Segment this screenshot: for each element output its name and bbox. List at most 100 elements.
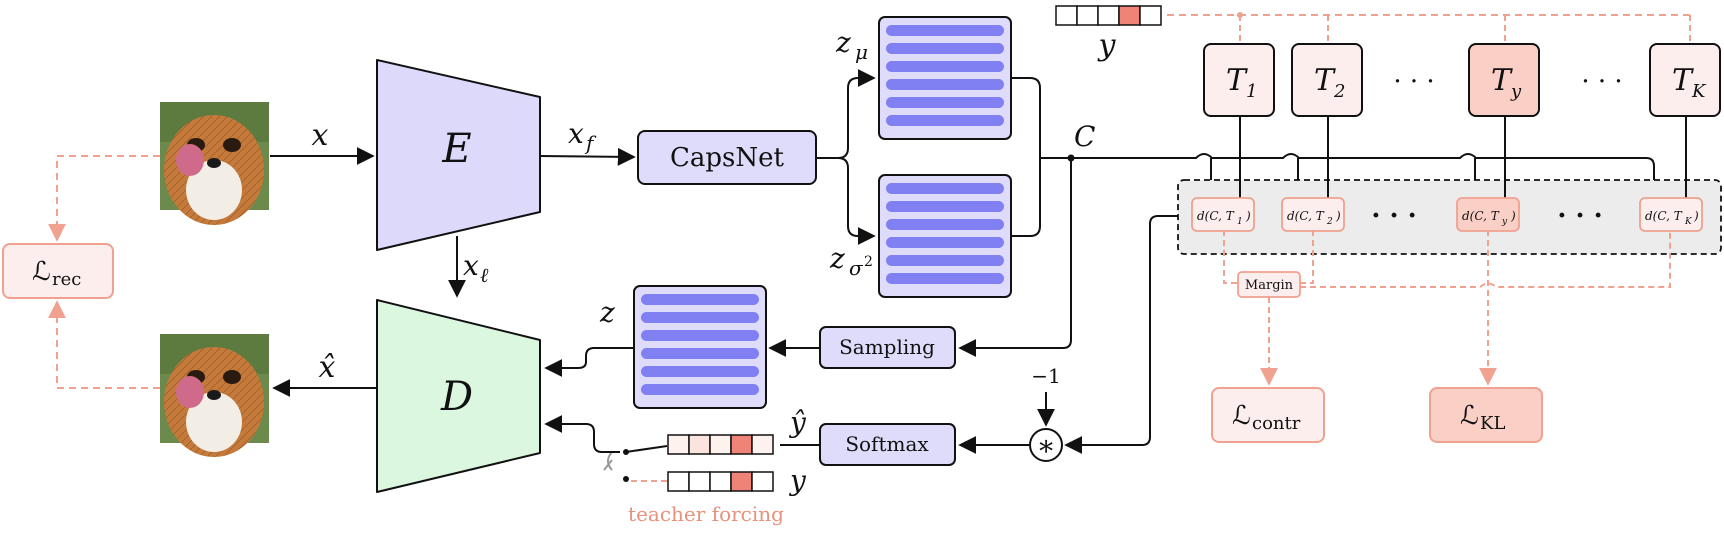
c-bus	[1071, 153, 1655, 212]
loss-kl-main: ℒ	[1460, 401, 1479, 431]
z-sigma-bar	[886, 201, 1004, 212]
z-sigma-bar	[886, 219, 1004, 230]
z-sigma-bars	[886, 183, 1004, 284]
distance-text-2: d(C, T	[1287, 209, 1325, 223]
encoder-block: E	[376, 59, 541, 251]
y-hat-cell	[751, 434, 774, 455]
line-mu-merge	[1011, 77, 1041, 158]
encoder-label: E	[441, 126, 471, 172]
arrow-z-decoder	[544, 347, 634, 377]
loss-rec-box: ℒ rec	[2, 243, 114, 299]
z-bar	[641, 384, 759, 395]
y-hat-vector	[667, 434, 774, 455]
capsnet-box: CapsNet	[637, 130, 817, 185]
template-dots-1: · · ·	[1393, 67, 1434, 97]
label-minus-one: −1	[1031, 364, 1060, 388]
label-z-mu-sub: μ	[855, 40, 868, 64]
arrow-to-mu	[816, 69, 876, 159]
rec-link-output	[48, 300, 160, 389]
z-mu-bar	[886, 61, 1004, 72]
y-hat-cell	[667, 434, 690, 455]
switch-lever	[607, 451, 613, 471]
arrow-c-sampling	[958, 158, 1072, 357]
distance-text-K: d(C, T	[1645, 209, 1683, 223]
margin-label: Margin	[1245, 278, 1294, 293]
y-top-cell	[1097, 5, 1120, 26]
arrow-to-sigma	[837, 157, 876, 245]
z-bar	[641, 366, 759, 377]
z-mu-bar	[886, 25, 1004, 36]
arrow-distances-star	[1064, 215, 1182, 454]
label-x: x	[312, 118, 329, 153]
z-bars	[641, 294, 759, 395]
distance-close-2: )	[1335, 209, 1341, 223]
z-mu-bar	[886, 43, 1004, 54]
label-z-sigma-sub: σ	[849, 256, 864, 280]
switch-arm	[603, 459, 613, 471]
label-c: C	[1074, 120, 1095, 153]
label-z: z	[599, 296, 615, 329]
z-mu-bars	[886, 25, 1004, 126]
z-mu-latent	[878, 16, 1012, 140]
y-top-cell	[1118, 5, 1141, 26]
template-main-1: T	[1226, 63, 1248, 98]
z-bar	[641, 312, 759, 323]
rec-link-input	[48, 155, 160, 242]
decoder-block: D	[376, 299, 541, 493]
loss-rec-sub: rec	[52, 269, 81, 290]
distance-sub-1: 1	[1237, 217, 1243, 227]
z-sigma-bar	[886, 183, 1004, 194]
y-teacher-vector	[667, 471, 774, 492]
label-x-ell-sub: ℓ	[480, 263, 489, 287]
arrow-switch-decoder	[544, 415, 620, 453]
template-sub-2: 2	[1333, 81, 1345, 102]
arrow-x-f	[539, 147, 636, 166]
input-dog-image	[160, 102, 269, 225]
distance-dots-1: · · ·	[1371, 201, 1416, 231]
z-bar	[641, 294, 759, 305]
output-dog-image	[160, 334, 269, 457]
distance-dots-2: · · ·	[1557, 201, 1602, 231]
label-x-f: x	[568, 117, 584, 150]
star-symbol: ∗	[1036, 429, 1055, 462]
softmax-box: Softmax	[819, 423, 956, 466]
softmax-label: Softmax	[845, 432, 929, 456]
y-top-vector	[1055, 5, 1162, 26]
template-main-y: T	[1491, 63, 1513, 98]
decoder-label: D	[440, 374, 473, 420]
line-sigma-merge	[1011, 158, 1041, 237]
z-sigma-bar	[886, 255, 1004, 266]
z-sigma-bar	[886, 237, 1004, 248]
loss-contr-sub: contr	[1252, 413, 1301, 434]
z-bar	[641, 330, 759, 341]
z-sigma-bar	[886, 273, 1004, 284]
y-teacher-cell	[688, 471, 711, 492]
y-top-cell	[1139, 5, 1162, 26]
z-latent	[633, 285, 767, 409]
margin-link-1	[1223, 230, 1238, 284]
y-teacher-cell	[730, 471, 753, 492]
distance-text-1: d(C, T	[1197, 209, 1235, 223]
label-x-f-sub: f	[584, 131, 597, 155]
loss-contr-main: ℒ	[1232, 401, 1251, 431]
template-main-2: T	[1314, 63, 1336, 98]
z-sigma-latent	[878, 174, 1012, 298]
y-teacher-cell	[709, 471, 732, 492]
distance-close-y: )	[1510, 209, 1516, 223]
label-y-hat: ŷ	[788, 406, 807, 439]
y-top-cell	[1055, 5, 1078, 26]
label-x-ell: x	[463, 249, 479, 282]
template-main-K: T	[1672, 63, 1694, 98]
margin-link-2	[1300, 230, 1314, 284]
z-mu-bar	[886, 115, 1004, 126]
multiply-operator: ∗	[1029, 428, 1063, 462]
teacher-forcing-label: teacher forcing	[628, 502, 784, 526]
switch-node-bottom	[623, 476, 629, 482]
loss-rec-main: ℒ	[32, 257, 51, 287]
